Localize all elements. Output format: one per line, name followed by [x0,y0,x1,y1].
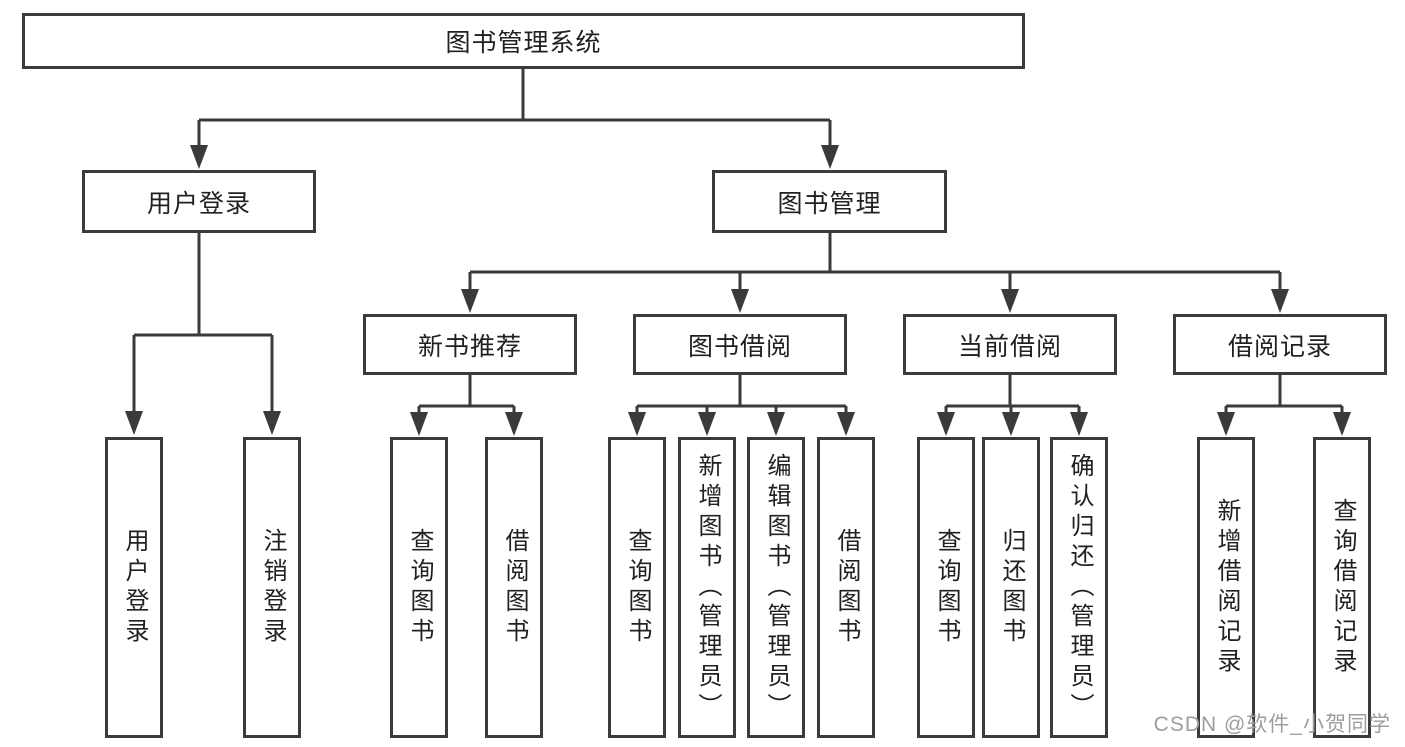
arrowheads [125,145,1351,436]
leaf-edit-book-admin: 编辑图书（管理员） [747,437,805,738]
node-current-borrow: 当前借阅 [903,314,1117,375]
leaf-confirm-return-admin: 确认归还（管理员） [1050,437,1108,738]
node-book-management: 图书管理 [712,170,947,233]
leaf-borrow-books-borrow: 借阅图书 [817,437,875,738]
leaf-borrow-books-recommend: 借阅图书 [485,437,543,738]
leaf-add-borrow-record: 新增借阅记录 [1197,437,1255,738]
node-new-book-recommend-label: 新书推荐 [417,332,522,361]
node-user-login: 用户登录 [82,170,316,233]
node-current-borrow-label: 当前借阅 [957,332,1062,361]
leaf-return-books: 归还图书 [982,437,1040,738]
watermark: CSDN @软件_小贺同学 [1153,713,1391,736]
leaf-query-books-current: 查询图书 [917,437,975,738]
node-root: 图书管理系统 [22,13,1025,69]
node-book-borrow: 图书借阅 [633,314,847,375]
leaf-query-books-recommend: 查询图书 [390,437,448,738]
node-new-book-recommend: 新书推荐 [363,314,577,375]
node-book-borrow-label: 图书借阅 [687,332,792,361]
leaf-query-books-borrow: 查询图书 [608,437,666,738]
leaf-user-login: 用户登录 [105,437,163,738]
node-borrow-records-label: 借阅记录 [1227,332,1332,361]
leaf-logout: 注销登录 [243,437,301,738]
node-book-management-label: 图书管理 [777,189,882,218]
leaf-add-book-admin: 新增图书（管理员） [678,437,736,738]
node-user-login-label: 用户登录 [146,189,251,218]
leaf-query-borrow-record: 查询借阅记录 [1313,437,1371,738]
node-root-label: 图书管理系统 [445,29,602,57]
node-borrow-records: 借阅记录 [1173,314,1387,375]
